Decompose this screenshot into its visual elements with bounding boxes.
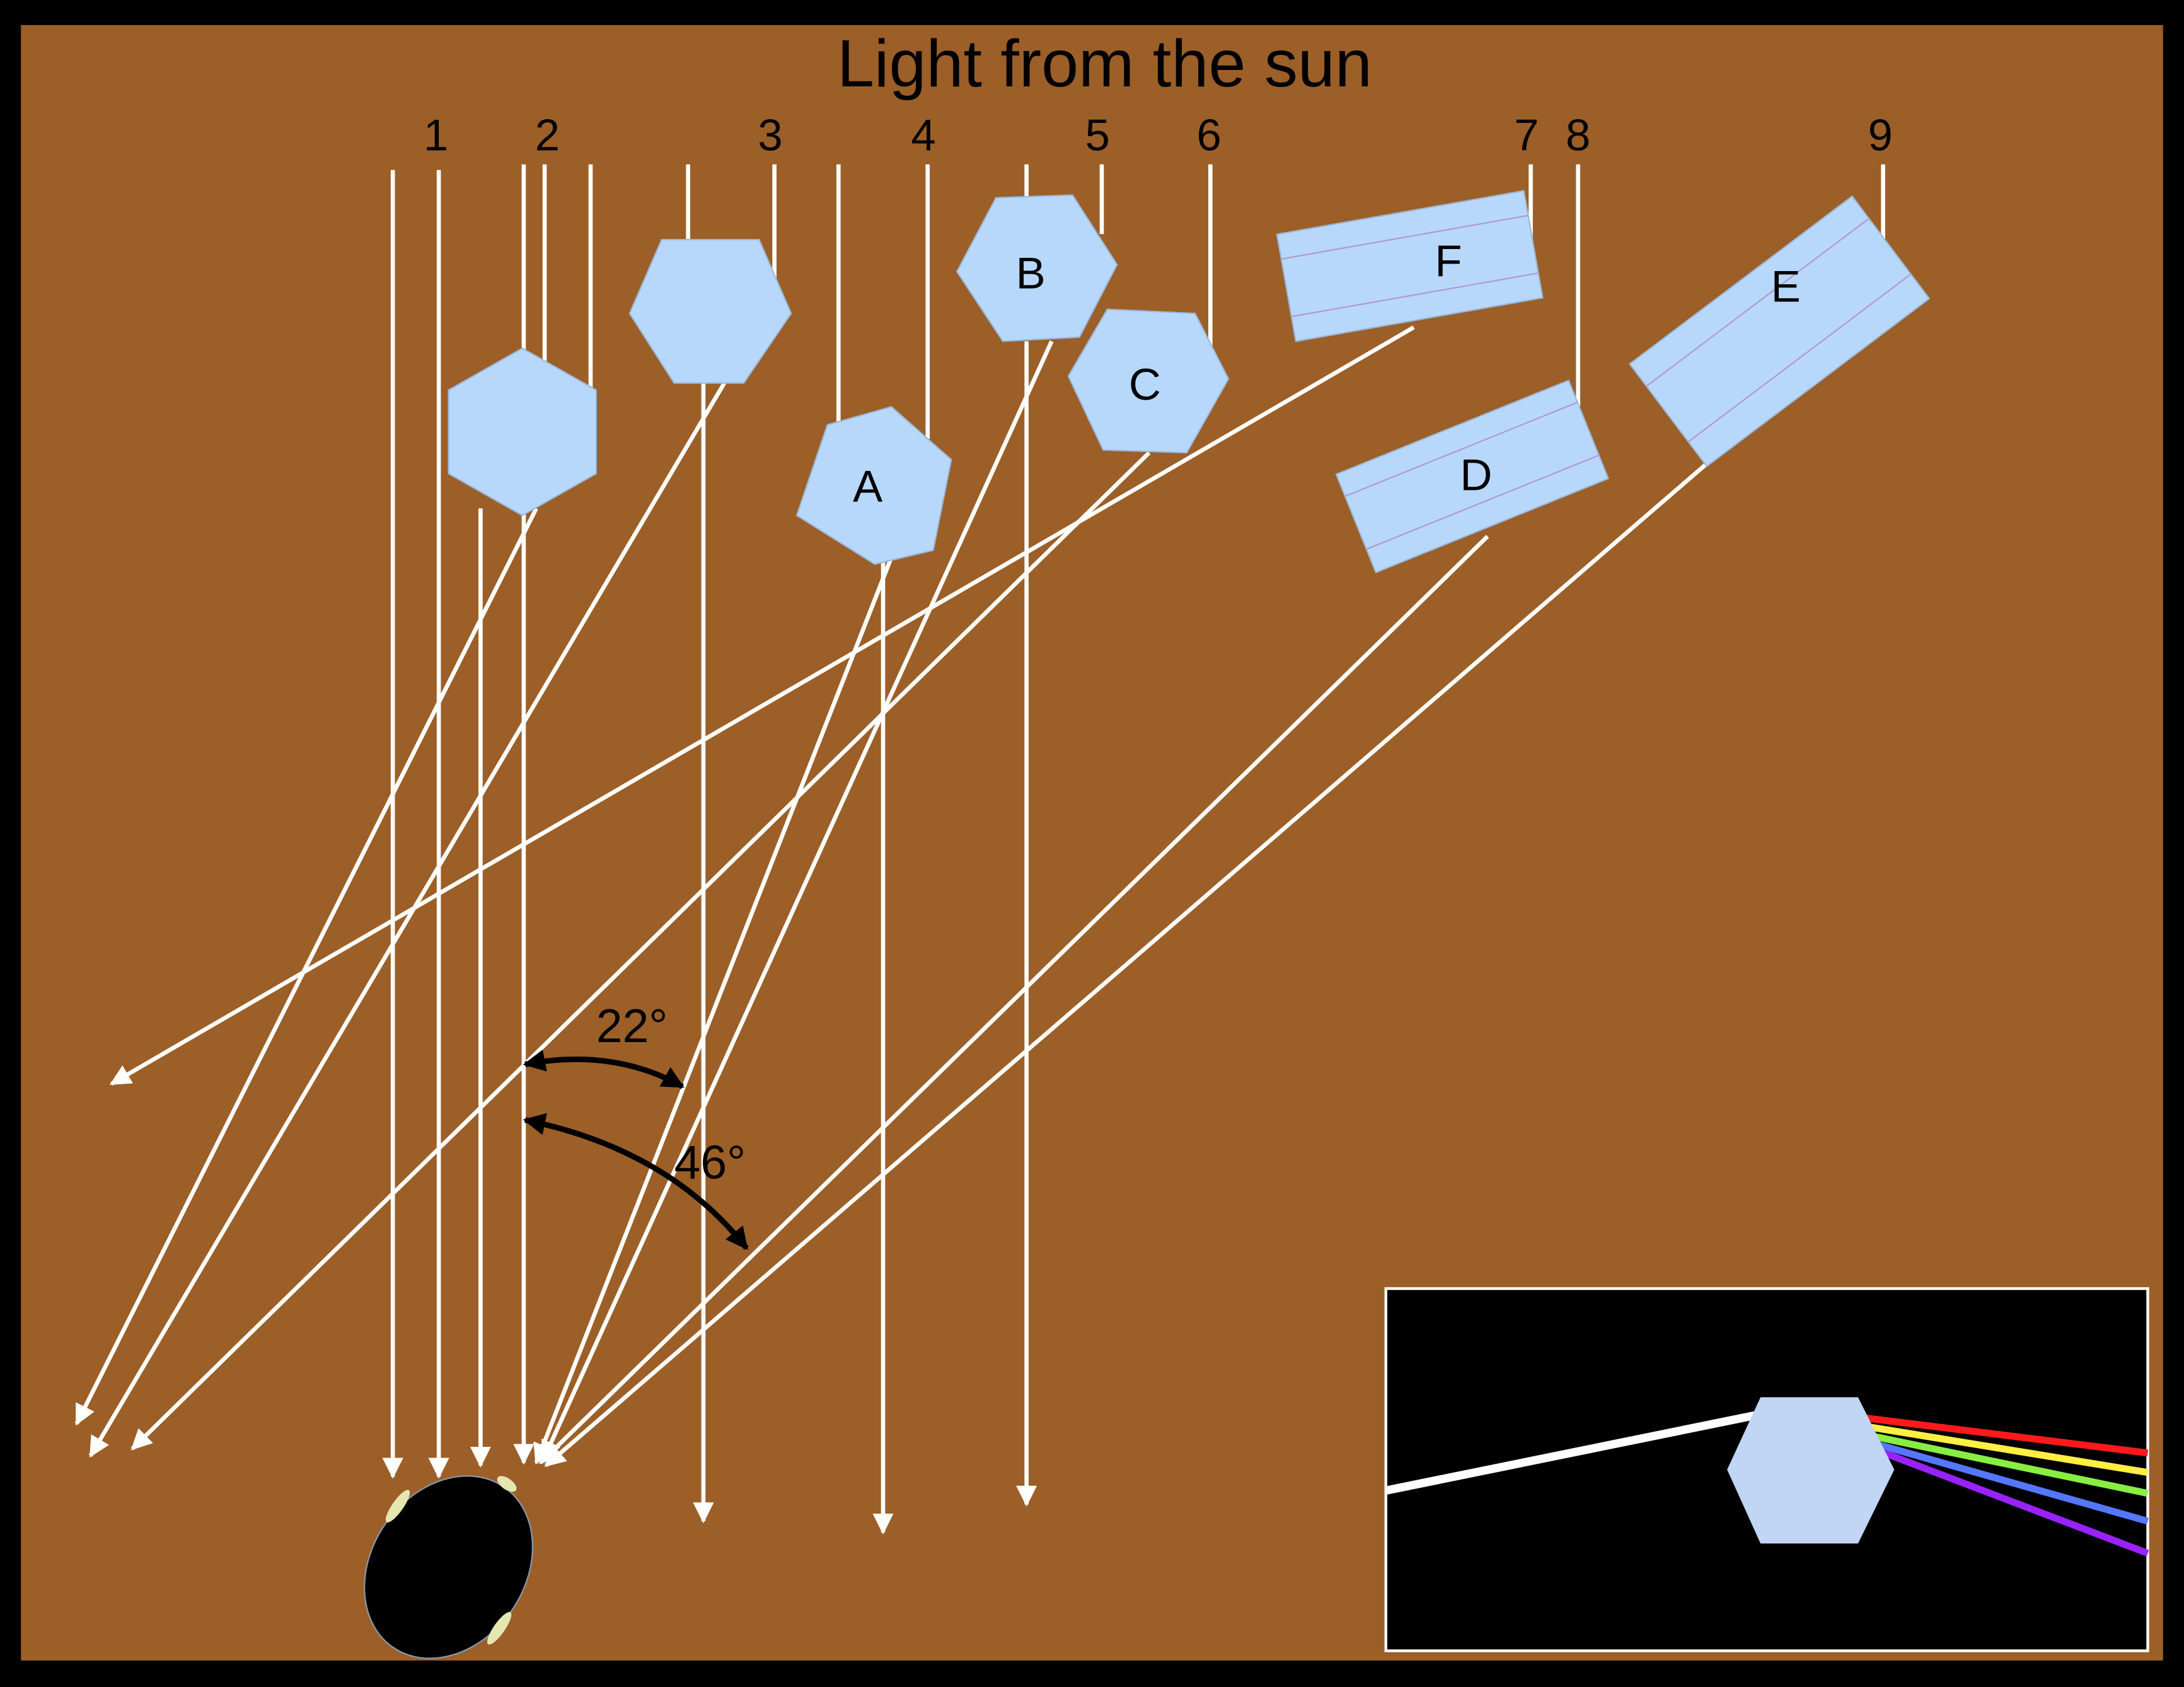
ray-number: 1 [424, 110, 448, 160]
angle-label-46: 46° [674, 1135, 746, 1188]
angle-arrow-46 [523, 1113, 749, 1250]
incoming-rays [382, 164, 1885, 1479]
angle-arrow-22 [523, 1049, 685, 1089]
svg-text:F: F [1435, 236, 1462, 286]
crystals: A B C F D E [448, 190, 1931, 574]
hexagon-crystal [628, 238, 792, 384]
svg-text:B: B [1016, 248, 1046, 298]
svg-text:A: A [853, 461, 883, 511]
hexagon-crystal [448, 347, 597, 516]
ray-numbers: 1 2 3 4 5 6 7 8 9 [424, 110, 1893, 160]
svg-text:E: E [1771, 262, 1801, 311]
svg-text:C: C [1129, 359, 1161, 409]
ray-number: 4 [911, 110, 935, 160]
ray-number: 3 [758, 110, 782, 160]
ray-number: 6 [1196, 110, 1221, 160]
crystal-f: F [1276, 190, 1544, 342]
ray-number: 7 [1514, 110, 1539, 160]
diagram-title: Light from the sun [837, 26, 1372, 101]
ray-number: 5 [1085, 110, 1110, 160]
prism-inset [1384, 1287, 2149, 1652]
inset-hexagon [1727, 1397, 1895, 1544]
ray-number: 9 [1868, 110, 1893, 160]
angle-label-22: 22° [596, 999, 668, 1052]
svg-text:D: D [1460, 450, 1492, 500]
ray-number: 8 [1566, 110, 1590, 160]
crystal-c: C [1067, 308, 1230, 454]
refracted-rays [74, 325, 1777, 1535]
crystal-d: D [1335, 379, 1610, 574]
crystal-a: A [795, 406, 952, 565]
crystal-b: B [956, 194, 1118, 342]
crystal-e: E [1629, 195, 1931, 468]
observer-eye [364, 1475, 534, 1659]
ray-number: 2 [535, 110, 560, 160]
angle-indicators: 22° 46° [523, 999, 749, 1250]
